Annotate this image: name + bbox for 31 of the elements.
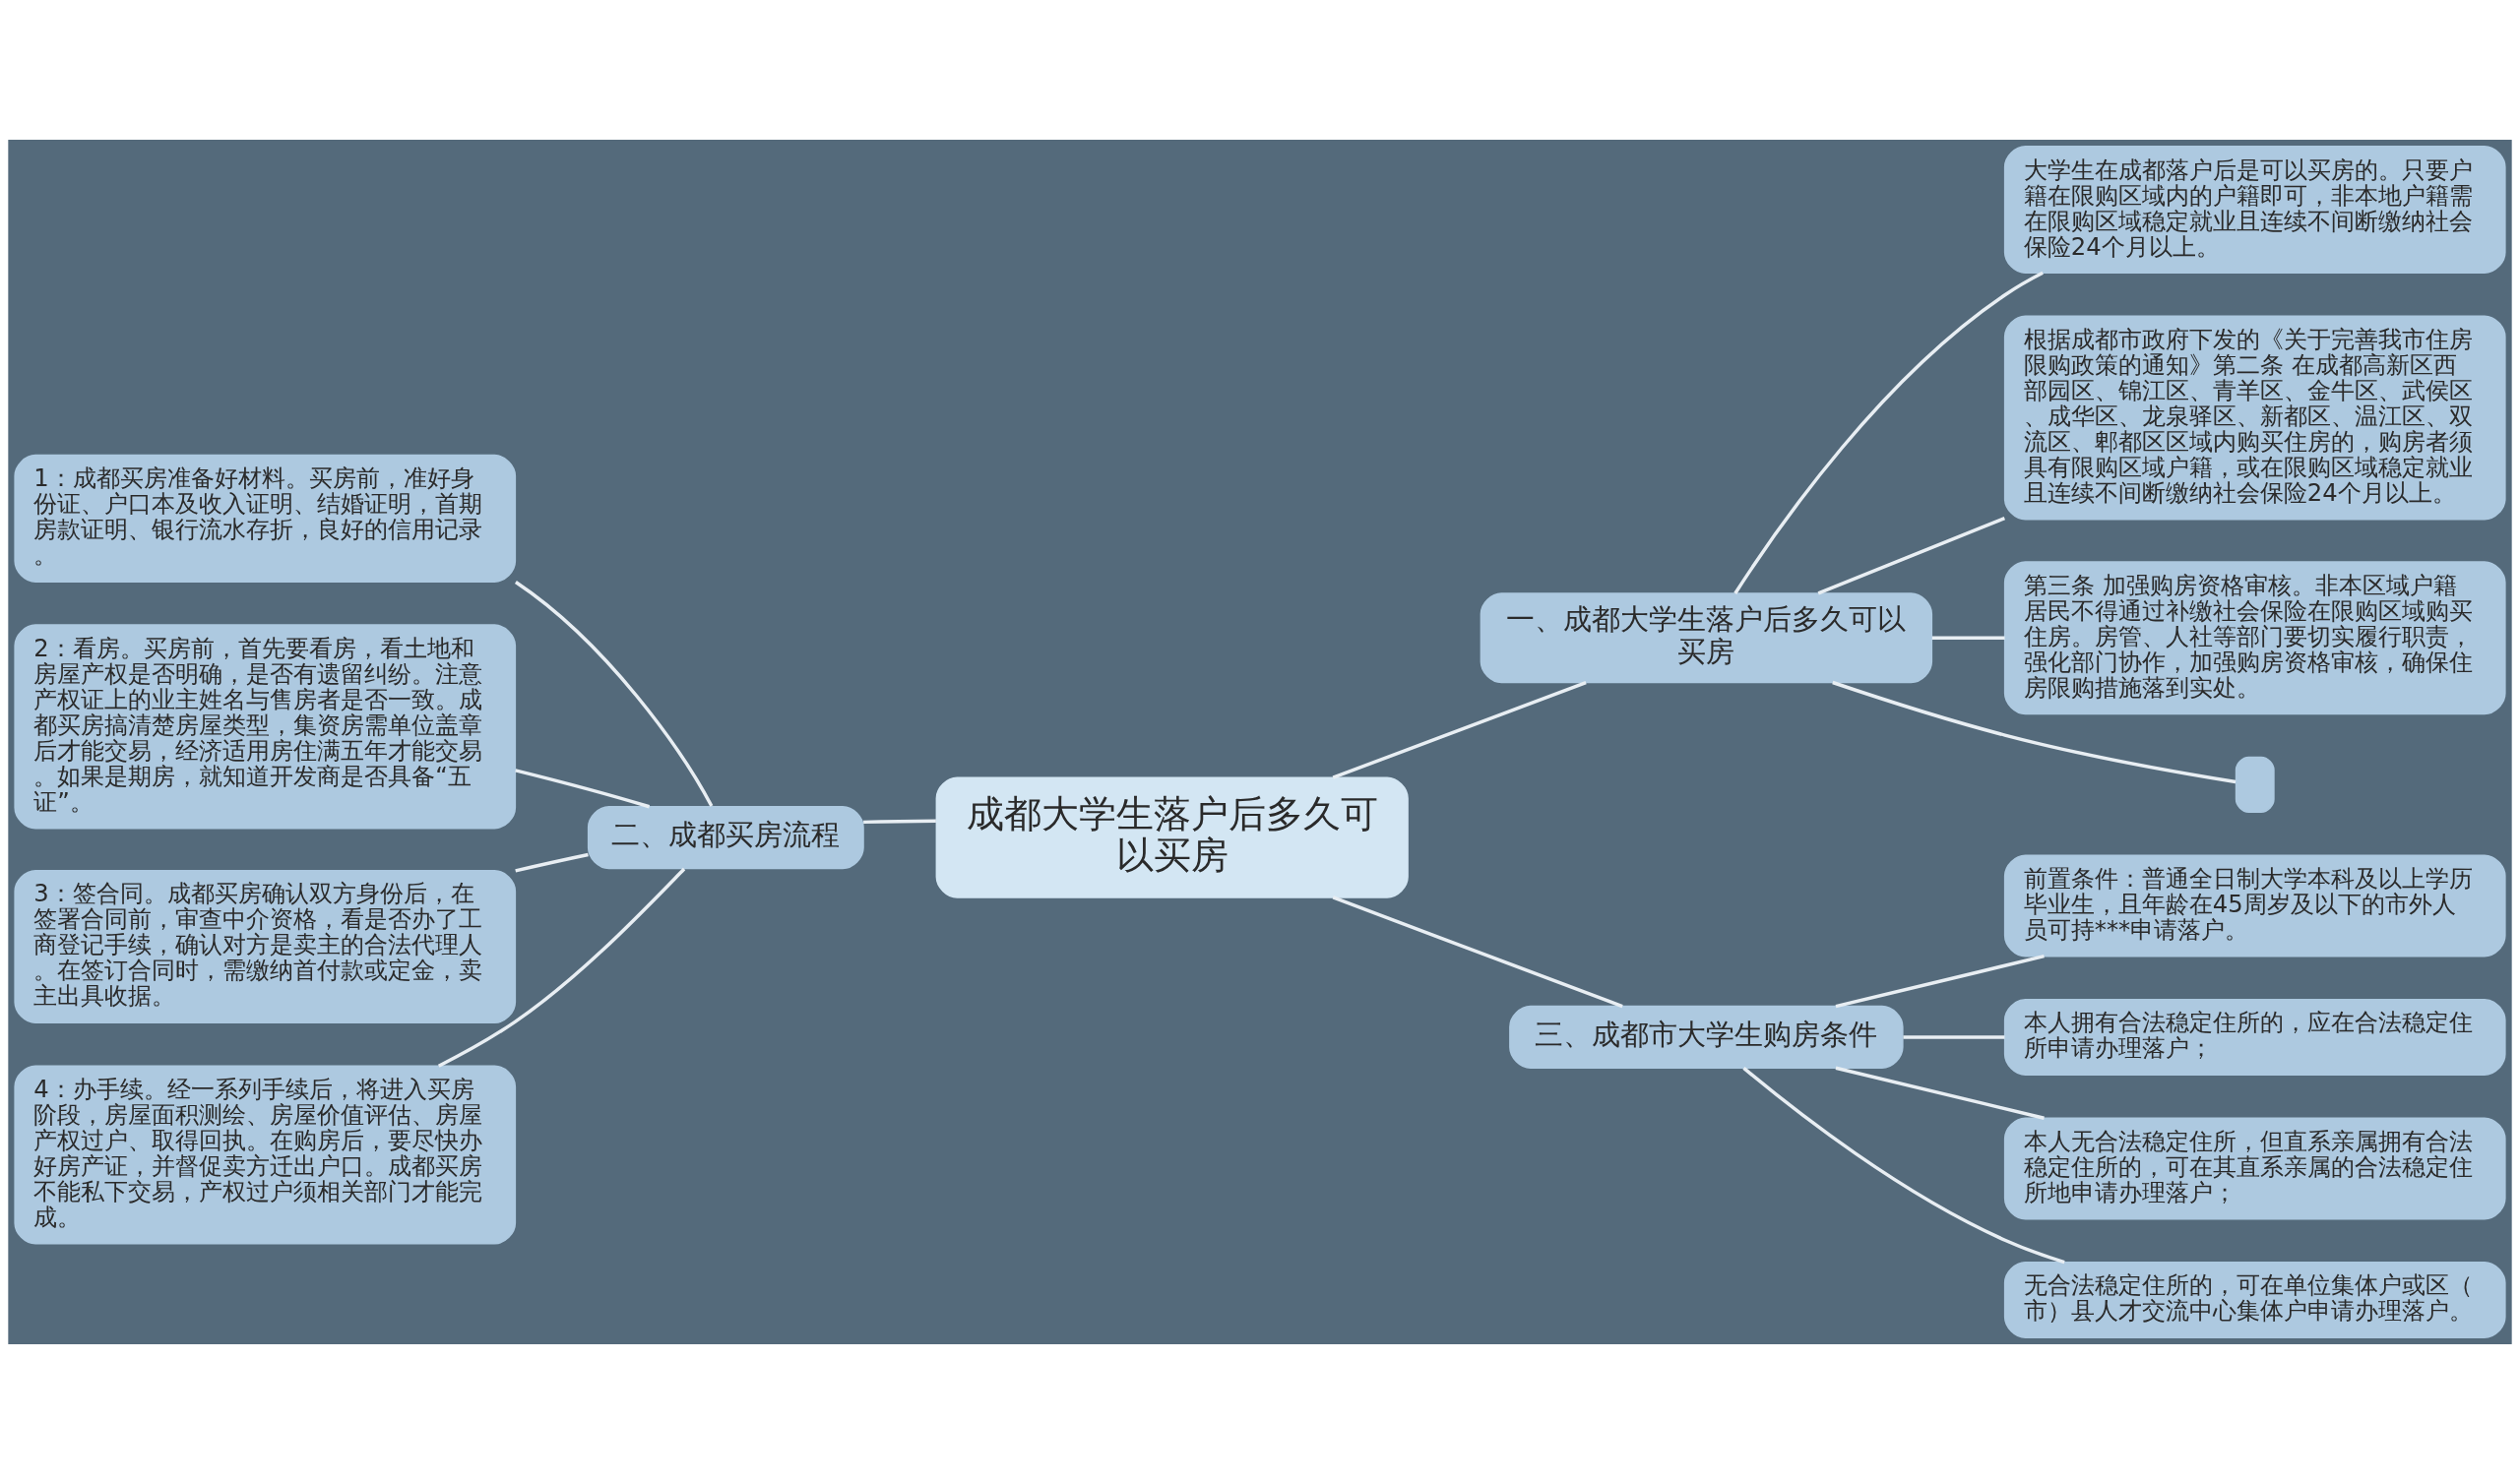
node-box: 1：成都买房准备好材料。买房前，准好身份证、户口本及收入证明、结婚证明，首期房款证明、银行流水存折，良好的信用记录。: [14, 454, 517, 583]
node-box: 大学生在成都落户后是可以买房的。只要户籍在限购区域内的户籍即可，非本地户籍需在限购区域稳定就业且连续不间断缴纳社会保险24个月以上。: [2003, 145, 2506, 274]
node-box: 4：办手续。经一系列手续后，将进入买房阶段，房屋面积测绘、房屋价值评估、房屋产权过户、取得回执。在购房后，要尽快办好房产证，并督促卖方迁出户口。成都买房不能私下交易，产权过户须相关部门才能完成。: [14, 1065, 517, 1245]
connector: [1332, 680, 1587, 779]
node-box: 根据成都市政府下发的《关于完善我市住房限购政策的通知》第二条 在成都高新区西部园区、锦江区、青羊区、金牛区、武侯区、成华区、龙泉驿区、新都区、温江区、双流区、郫都区区域内购买住房的，购房者须具有限购区域户籍，或在限购区域稳定就业且连续不间断缴纳社会保险24个月以上。: [2003, 315, 2506, 521]
connector: [437, 867, 686, 1068]
connector: [515, 768, 651, 808]
node-box: 2：看房。买房前，首先要看房，看土地和房屋产权是否明确，是否有遗留纠纷。注意产权证上的业主姓名与售房者是否一致。成都买房搞清楚房屋类型，集资房需单位盖章后才能交易，经济适用房住满五年才能交易。如果是期房，就知道开发商是否具备“五证”。: [14, 623, 517, 829]
node-box: 无合法稳定住所的，可在单位集体户或区（市）县人才交流中心集体户申请办理落户。: [2003, 1261, 2506, 1338]
node-box: 本人拥有合法稳定住所的，应在合法稳定住所申请办理落户；: [2003, 998, 2506, 1076]
connector: [515, 852, 589, 873]
node-box: 本人无合法稳定住所，但直系亲属拥有合法稳定住所的，可在其直系亲属的合法稳定住所地申请办理落户；: [2003, 1116, 2506, 1219]
connector: [1835, 954, 2045, 1008]
node-box: 二、成都买房流程: [587, 805, 864, 869]
connector: [1903, 1034, 2005, 1039]
node-box: 三、成都市大学生购房条件: [1509, 1005, 1904, 1069]
connector: [1733, 271, 2044, 594]
node-box: 前置条件：普通全日制大学本科及以上学历毕业生，且年龄在45周岁及以下的市外人员可持***申请落户。: [2003, 853, 2506, 957]
connector: [1835, 1066, 2045, 1120]
node-box: 第三条 加强购房资格审核。非本区域户籍居民不得通过补缴社会保险在限购区域购买住房。房管、人社等部门要切实履行职责，强化部门协作，加强购房资格审核，确保住房限购措施落到实处。: [2003, 560, 2506, 714]
connector: [514, 580, 714, 807]
connector: [1931, 636, 2005, 640]
node-box: 一、成都大学生落户后多久可以买房: [1480, 591, 1933, 683]
connector: [863, 818, 936, 824]
connector: [1332, 895, 1623, 1008]
connector: [1817, 516, 2005, 595]
connector: [1832, 680, 2236, 783]
node-box: [2235, 756, 2275, 813]
node-box: 成都大学生落户后多久可以买房: [935, 776, 1409, 898]
connector: [1742, 1066, 2065, 1264]
node-box: 3：签合同。成都买房确认双方身份后，在签署合同前，审查中介资格，看是否办了工商登记手续，确认对方是卖主的合法代理人。在签订合同时，需缴纳首付款或定金，卖主出具收据。: [14, 869, 517, 1023]
